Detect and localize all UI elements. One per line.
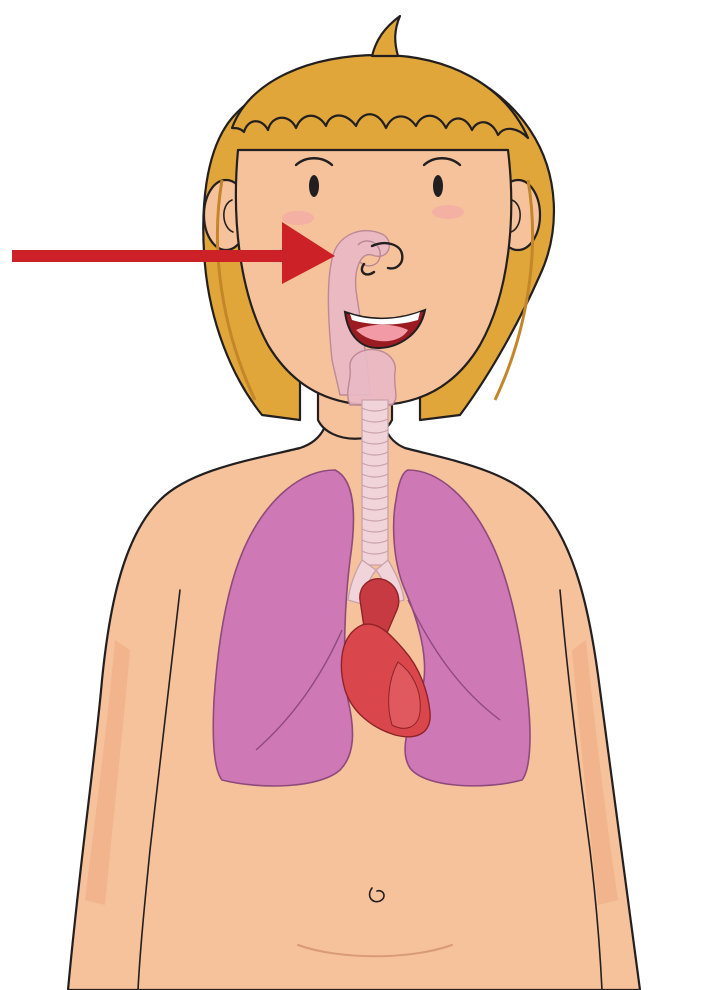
left-cheek xyxy=(282,211,314,225)
right-cheek xyxy=(432,205,464,219)
arrow-right-icon xyxy=(12,222,335,284)
right-eye xyxy=(433,175,443,197)
larynx xyxy=(348,349,396,405)
left-eye xyxy=(309,175,319,197)
hair-tuft xyxy=(372,16,400,56)
trachea xyxy=(362,400,388,565)
